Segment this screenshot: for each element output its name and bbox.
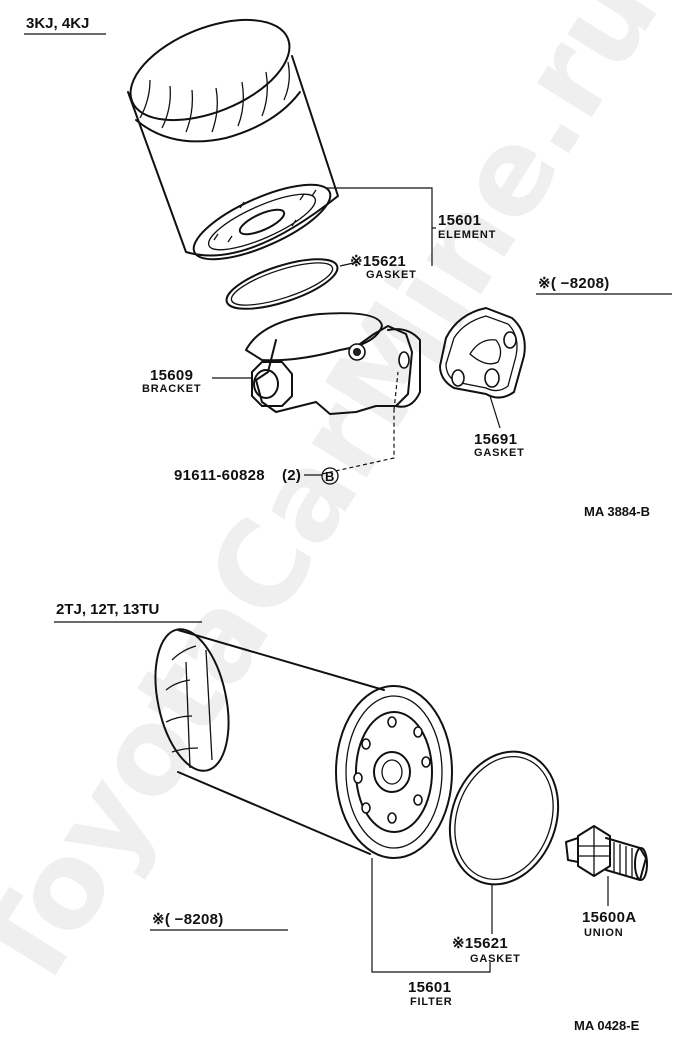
label-15691-name: GASKET <box>474 447 525 459</box>
label-15621-bottom-name: GASKET <box>470 953 521 965</box>
label-15609-number: 15609 <box>150 367 193 384</box>
leader-15601-bottom <box>371 858 491 973</box>
top-section-header: 3KJ, 4KJ <box>26 15 89 32</box>
label-bolt-qty: (2) <box>282 467 301 484</box>
top-ref-code: MA 3884-B <box>584 504 650 519</box>
bolt-hidden-line <box>393 371 399 411</box>
oil-filter-15601 <box>154 628 453 859</box>
label-15609-name: BRACKET <box>142 383 201 395</box>
gasket-ring-15621-bottom <box>448 750 560 886</box>
gasket-ring-15621-top-inner <box>230 262 334 306</box>
label-15600A-name: UNION <box>584 927 623 939</box>
label-15600A-number: 15600A <box>582 909 636 926</box>
label-15601-top-name: ELEMENT <box>438 229 496 241</box>
label-15601-top-number: 15601 <box>438 212 481 229</box>
bracket-15609 <box>245 312 421 415</box>
top-note: ※( −8208) <box>538 275 610 292</box>
bottom-note: ※( −8208) <box>152 911 224 928</box>
label-15621-top-name: GASKET <box>366 269 417 281</box>
label-bolt-number: 91611-60828 <box>174 467 265 484</box>
flange-gasket-15691 <box>439 307 526 399</box>
label-15621-top-number: ※15621 <box>350 253 406 270</box>
label-15621-bottom-number: ※15621 <box>452 935 508 952</box>
gasket-ring-15621-top <box>225 258 339 310</box>
bottom-section-header: 2TJ, 12T, 13TU <box>56 601 159 618</box>
label-15601-bottom-name: FILTER <box>410 996 452 1008</box>
label-15691-number: 15691 <box>474 431 517 448</box>
label-bolt-symbol: B <box>325 469 334 484</box>
union-15600A <box>565 825 648 881</box>
leader-15691 <box>489 395 501 429</box>
gasket-ring-15621-bottom-inner <box>454 756 554 880</box>
leader-15621-top <box>339 261 359 267</box>
leader-bolt <box>321 410 395 475</box>
oil-element-15601 <box>127 18 339 261</box>
leader-15601-top <box>326 187 433 266</box>
watermark: ToyotaCarMine.ru <box>0 0 685 1015</box>
bolt-symbol-circle <box>321 467 339 485</box>
label-15601-bottom-number: 15601 <box>408 979 451 996</box>
bottom-ref-code: MA 0428-E <box>574 1018 640 1033</box>
